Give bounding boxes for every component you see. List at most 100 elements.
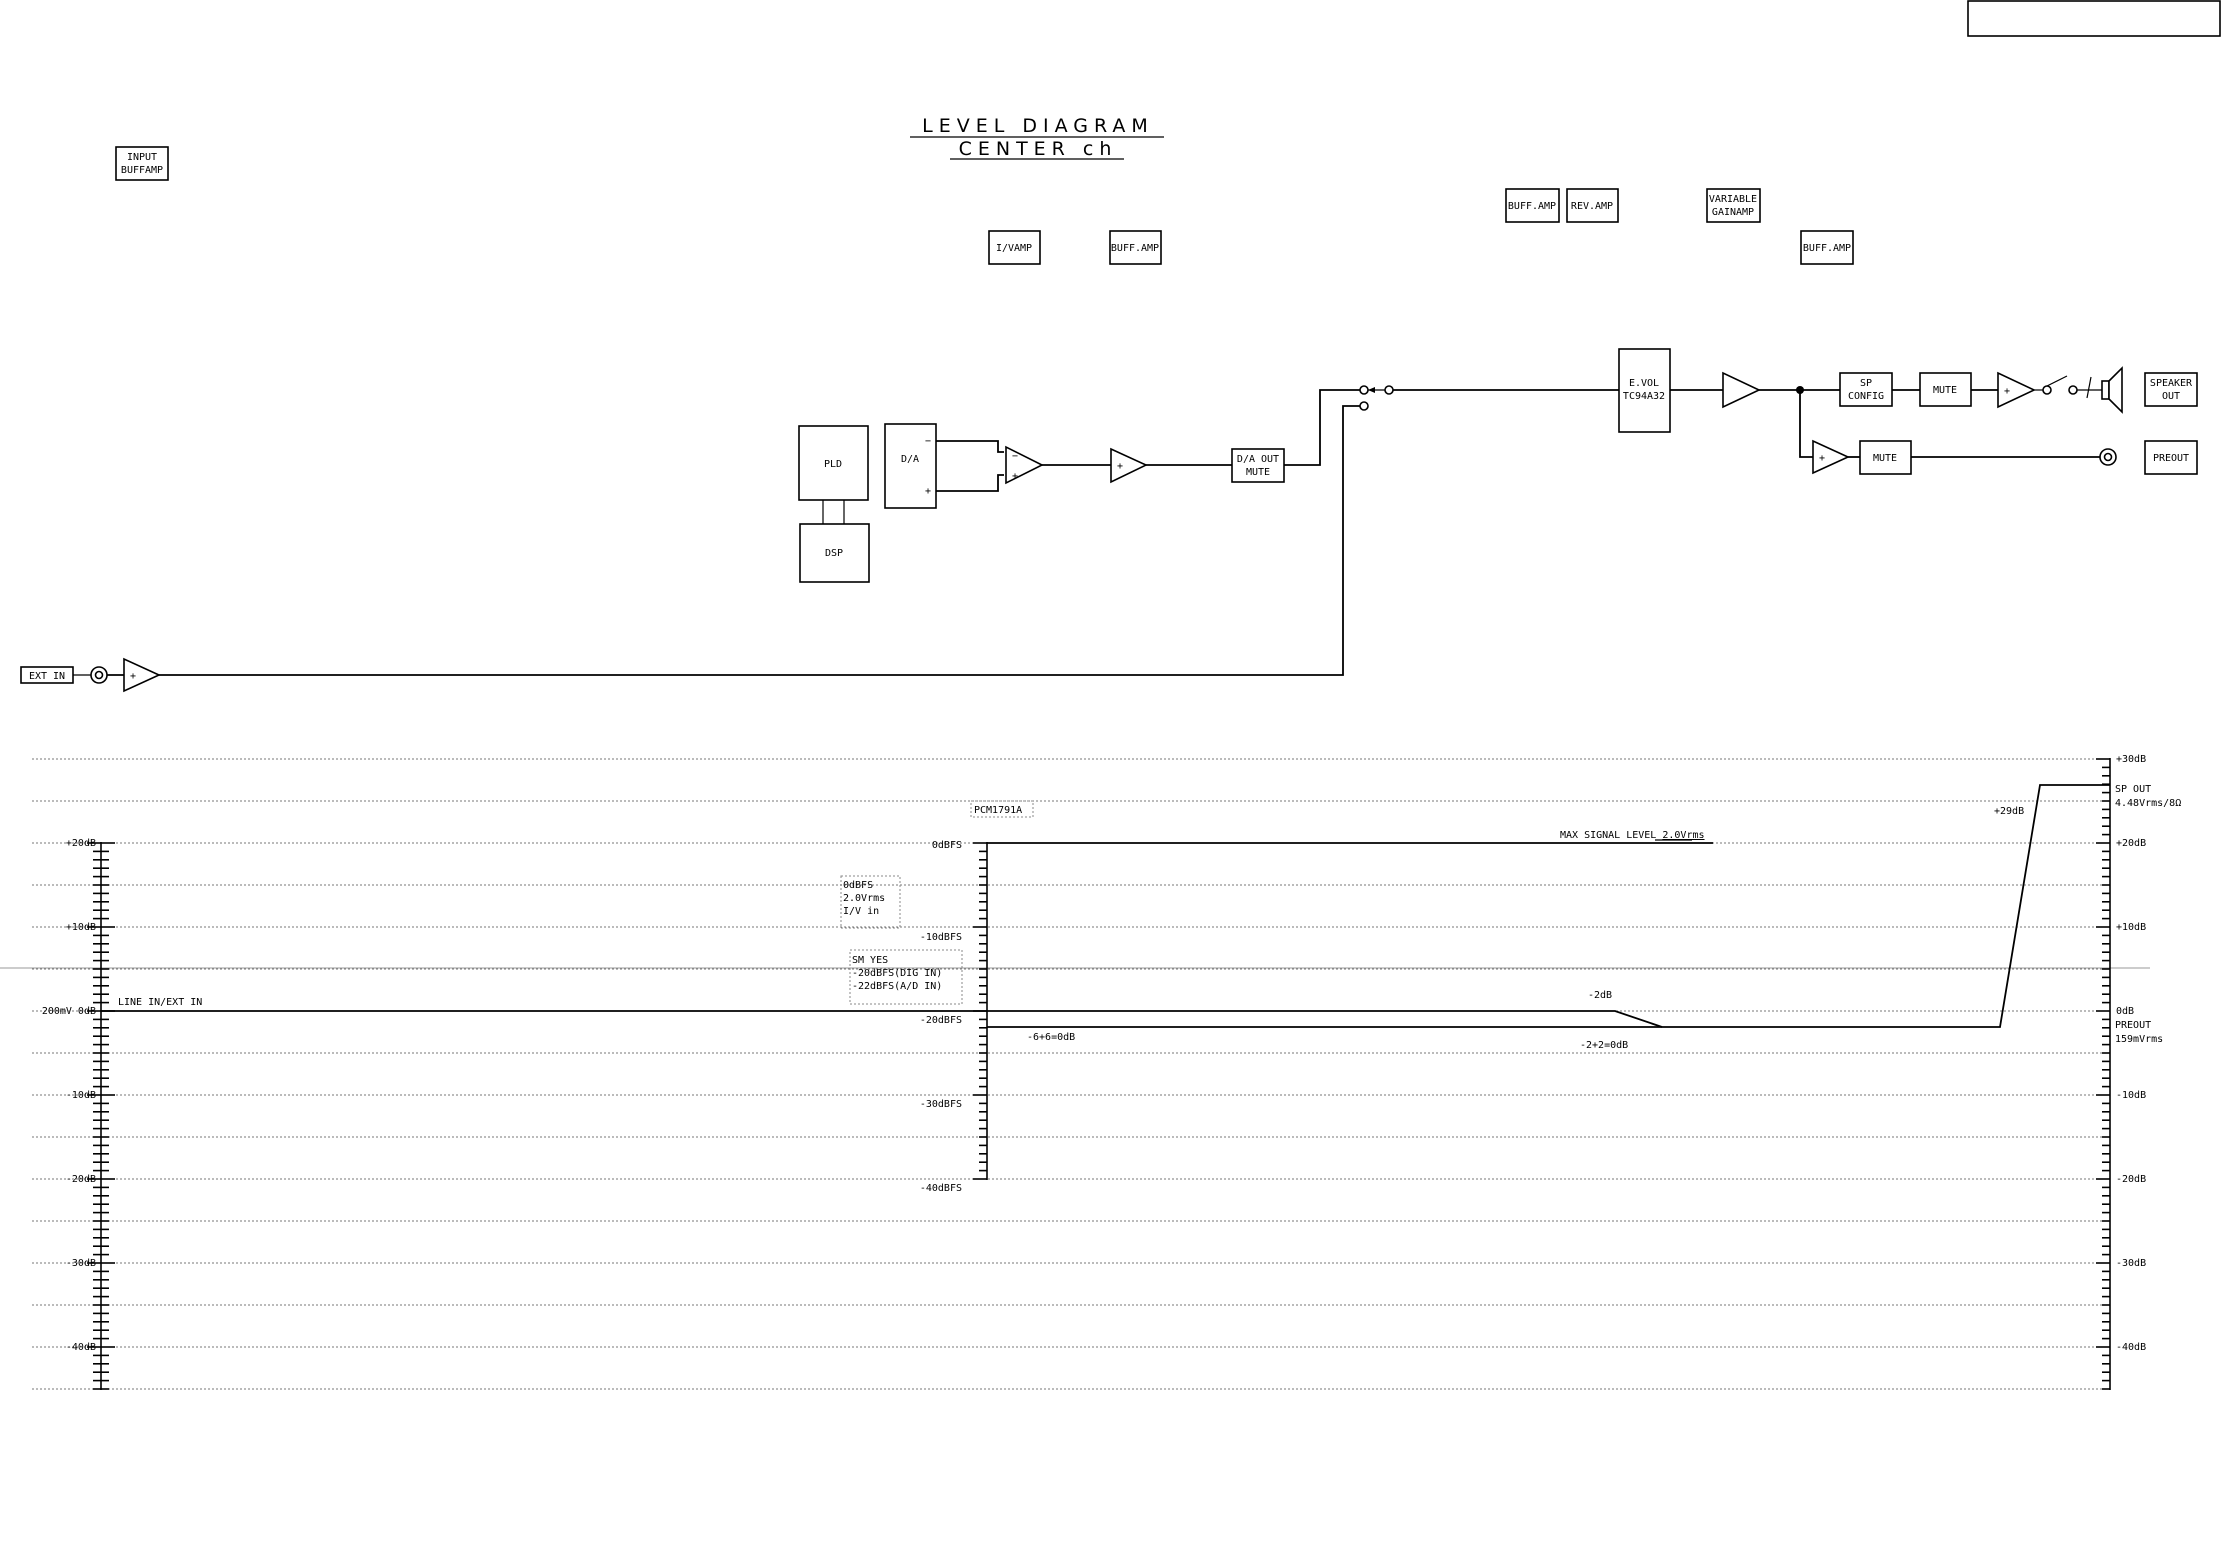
da-converter-block: D/A − + (884, 423, 937, 509)
plus-29db-annotation: +29dB (1994, 806, 2024, 817)
power-amp-symbol: + (1997, 371, 2036, 409)
svg-text:D/A: D/A (901, 454, 919, 465)
input-selector-switch (1359, 385, 1394, 411)
svg-text:-30dB: -30dB (66, 1258, 96, 1269)
svg-text:BUFFAMP: BUFFAMP (121, 165, 163, 176)
pld-block: PLD (798, 425, 869, 501)
svg-text:-20dBFS(DIG IN): -20dBFS(DIG IN) (852, 968, 942, 979)
gain-note-annotation: -6+6=0dB (1027, 1032, 1075, 1043)
da-output-wires (936, 440, 1004, 492)
svg-text:-10dB: -10dB (66, 1090, 96, 1101)
buff-amp-symbol: + (1110, 447, 1148, 484)
svg-text:-30dB: -30dB (2116, 1258, 2146, 1269)
stage-label-buff-amp-2: BUFF.AMP (1505, 188, 1560, 223)
svg-text:-20dBFS: -20dBFS (920, 1015, 962, 1026)
stage-label-variable-gainamp: VARIABLE GAINAMP (1706, 188, 1761, 223)
svg-text:BUFF.AMP: BUFF.AMP (1508, 201, 1556, 212)
svg-text:200mV 0dB: 200mV 0dB (42, 1006, 96, 1017)
line-in-annotation: LINE IN/EXT IN (118, 997, 202, 1008)
svg-text:+: + (1117, 461, 1123, 472)
stage-label-buff-amp-1: BUFF.AMP (1109, 230, 1162, 265)
svg-text:-20dB: -20dB (66, 1174, 96, 1185)
svg-text:PCM1791A: PCM1791A (974, 805, 1022, 816)
svg-text:+: + (130, 671, 136, 682)
mute-pre-block: MUTE (1859, 440, 1912, 475)
svg-text:CONFIG: CONFIG (1848, 391, 1884, 402)
pcm-chip-label: PCM1791A (970, 800, 1034, 818)
mute-to-selector-wire (1284, 389, 1360, 466)
signal-level-main-trace (987, 784, 2110, 1028)
svg-text:2.0Vrms: 2.0Vrms (843, 893, 885, 904)
scale-ticks (87, 758, 2110, 1390)
svg-text:-40dB: -40dB (66, 1342, 96, 1353)
stage-label-buff-amp-3: BUFF.AMP (1800, 230, 1854, 265)
preout-branch-wire (1799, 390, 1813, 458)
input-buffamp-symbol: + (123, 657, 161, 693)
svg-text:PREOUT: PREOUT (2153, 453, 2189, 464)
svg-text:+: + (1012, 471, 1018, 482)
svg-text:MUTE: MUTE (1933, 385, 1957, 396)
svg-text:BUFF.AMP: BUFF.AMP (1803, 243, 1851, 254)
ext-in-to-selector-wire (159, 405, 1360, 676)
svg-text:INPUT: INPUT (127, 152, 157, 163)
svg-text:VARIABLE: VARIABLE (1709, 194, 1757, 205)
svg-text:E.VOL: E.VOL (1629, 378, 1659, 389)
svg-text:SPEAKER: SPEAKER (2150, 378, 2193, 389)
stage-label-rev-amp: REV.AMP (1566, 188, 1619, 223)
svg-text:MUTE: MUTE (1246, 467, 1270, 478)
svg-text:GAINAMP: GAINAMP (1712, 207, 1754, 218)
svg-text:-10dBFS: -10dBFS (920, 932, 962, 943)
pld-dsp-link (822, 500, 845, 524)
preout-level-label: PREOUT 159mVrms (2115, 1020, 2163, 1045)
svg-text:0dBFS: 0dBFS (843, 880, 873, 891)
mute-sp-block: MUTE (1919, 372, 1972, 407)
svg-text:D/A OUT: D/A OUT (1237, 454, 1279, 465)
svg-text:SP: SP (1860, 378, 1872, 389)
minus2-plus2-annotation: -2+2=0dB (1580, 1040, 1628, 1051)
svg-text:+: + (1819, 453, 1825, 464)
svg-text:0dBFS: 0dBFS (932, 840, 962, 851)
minus-2db-annotation: -2dB (1588, 990, 1612, 1001)
svg-text:SM YES: SM YES (852, 955, 888, 966)
svg-text:PREOUT: PREOUT (2115, 1020, 2151, 1031)
svg-text:-20dB: -20dB (2116, 1174, 2146, 1185)
preout-jack-icon (2099, 448, 2117, 466)
preout-buff-amp-symbol: + (1812, 439, 1850, 475)
speaker-relay-switch (2042, 375, 2092, 399)
speaker-icon (2101, 366, 2123, 414)
svg-text:SP OUT: SP OUT (2115, 784, 2151, 795)
iv-amp-symbol: − + (1005, 445, 1044, 485)
svg-text:REV.AMP: REV.AMP (1571, 201, 1613, 212)
svg-text:DSP: DSP (825, 548, 843, 559)
title-line-1: LEVEL DIAGRAM (922, 115, 1154, 137)
svg-text:+30dB: +30dB (2116, 754, 2146, 765)
preout-label: PREOUT (2144, 440, 2198, 475)
svg-text:I/VAMP: I/VAMP (996, 243, 1032, 254)
right-scale-labels: +30dB +20dB +10dB 0dB -10dB -20dB -30dB … (2116, 754, 2146, 1353)
svg-text:-22dBFS(A/D IN): -22dBFS(A/D IN) (852, 981, 942, 992)
stage-label-iv-amp: I/VAMP (988, 230, 1041, 265)
title-line-2: CENTER ch (959, 138, 1118, 160)
grid-lines (32, 758, 2110, 1390)
svg-text:−: − (925, 436, 931, 447)
svg-text:159mVrms: 159mVrms (2115, 1034, 2163, 1045)
svg-text:−: − (1012, 451, 1018, 462)
svg-text:-30dBFS: -30dBFS (920, 1099, 962, 1110)
svg-text:+10dB: +10dB (66, 922, 96, 933)
sp-out-level-label: SP OUT 4.48Vrms/8Ω (2115, 784, 2181, 809)
svg-text:BUFF.AMP: BUFF.AMP (1111, 243, 1159, 254)
svg-text:EXT IN: EXT IN (29, 671, 65, 682)
sm-info-box: SM YES -20dBFS(DIG IN) -22dBFS(A/D IN) (849, 949, 963, 1005)
middle-scale-labels: 0dBFS -10dBFS -20dBFS -30dBFS -40dBFS (920, 840, 962, 1194)
svg-text:TC94A32: TC94A32 (1623, 391, 1665, 402)
svg-text:0dB: 0dB (2116, 1006, 2134, 1017)
sp-config-block: SP CONFIG (1839, 372, 1893, 407)
svg-text:-10dB: -10dB (2116, 1090, 2146, 1101)
speaker-out-label: SPEAKER OUT (2144, 372, 2198, 407)
ext-in-jack-icon (90, 666, 108, 684)
svg-text:+20dB: +20dB (66, 838, 96, 849)
svg-text:+20dB: +20dB (2116, 838, 2146, 849)
svg-text:+: + (925, 486, 931, 497)
svg-text:-40dBFS: -40dBFS (920, 1183, 962, 1194)
